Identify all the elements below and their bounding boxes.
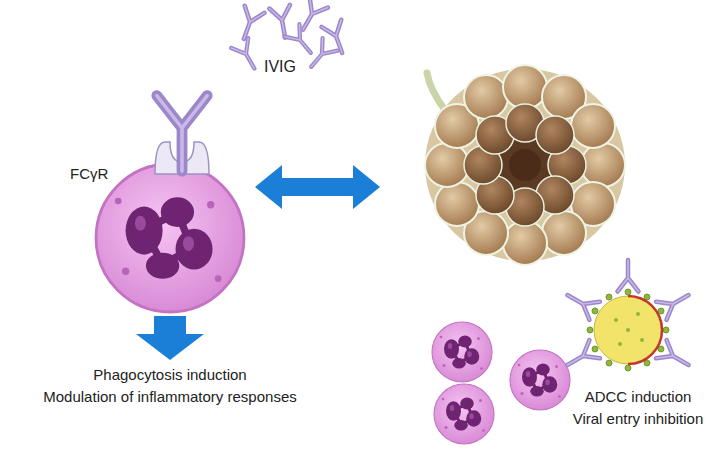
down-arrow [136, 316, 204, 360]
bound-antibody [157, 96, 207, 172]
label-text: ADCC induction [553, 388, 723, 406]
neutrophil [432, 322, 492, 382]
cell-cluster [425, 65, 625, 265]
label-text: Viral entry inhibition [553, 410, 723, 428]
label-text: IVIG [264, 58, 324, 76]
neutrophil [434, 384, 494, 444]
neutrophil [96, 164, 244, 312]
label-text: Modulation of inflammatory responses [0, 388, 340, 406]
label-text: Phagocytosis induction [0, 366, 340, 384]
double-arrow [255, 165, 380, 209]
neutrophil [510, 350, 570, 410]
label-text: FCγR [70, 165, 130, 183]
virus-antibodies [562, 260, 694, 374]
